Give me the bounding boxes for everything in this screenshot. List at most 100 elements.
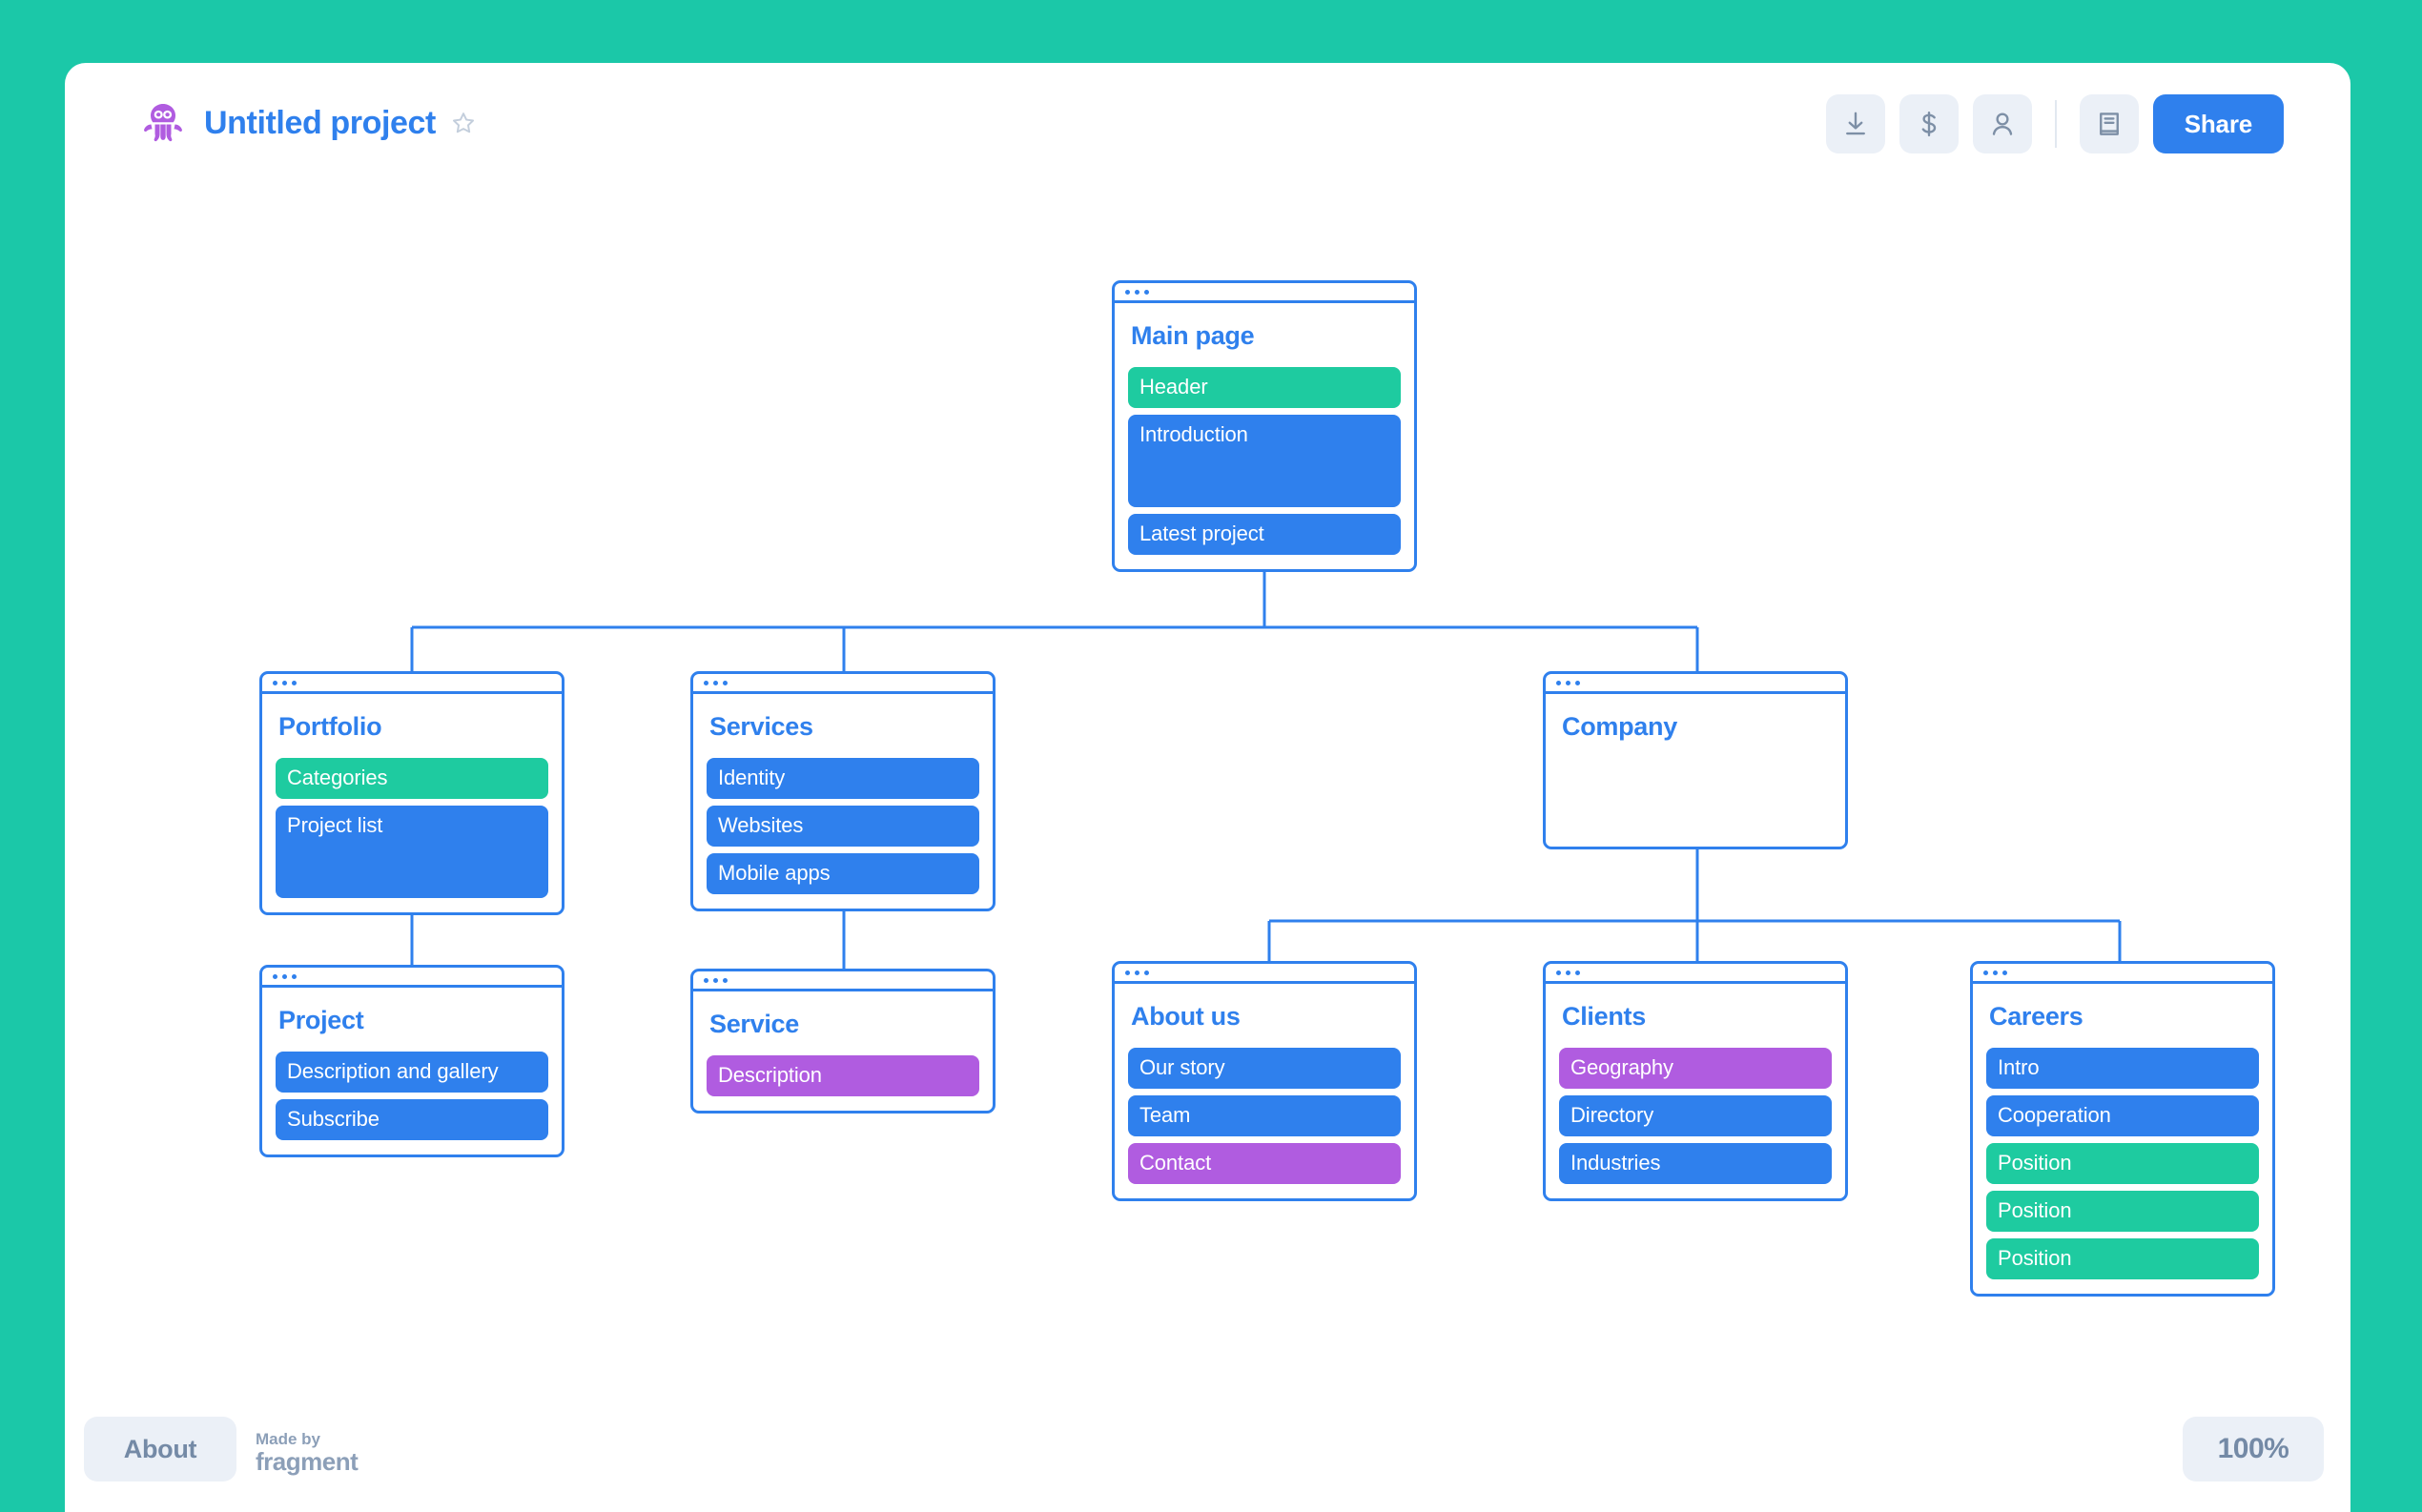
node-block[interactable]: Position	[1986, 1191, 2259, 1232]
node-block[interactable]: Description and gallery	[276, 1052, 548, 1093]
window-dot-icon	[723, 680, 728, 685]
node-block[interactable]: Introduction	[1128, 415, 1401, 507]
node-block[interactable]: Directory	[1559, 1095, 1832, 1136]
node-block[interactable]: Position	[1986, 1238, 2259, 1279]
window-dot-icon	[1144, 970, 1149, 975]
node-empty-area	[1559, 758, 1832, 832]
app-header: Untitled project	[65, 63, 2350, 187]
node-block[interactable]: Geography	[1559, 1048, 1832, 1089]
window-dot-icon	[1556, 970, 1561, 975]
node-titlebar[interactable]	[262, 968, 562, 988]
node-body: Company	[1546, 694, 1845, 847]
node-titlebar[interactable]	[262, 674, 562, 694]
node-company[interactable]: Company	[1543, 671, 1848, 849]
window-dot-icon	[704, 977, 708, 983]
window-dot-icon	[1556, 680, 1561, 685]
window-dot-icon	[1575, 970, 1580, 975]
window-dot-icon	[1575, 680, 1580, 685]
node-block[interactable]: Industries	[1559, 1143, 1832, 1184]
node-title: Project	[278, 1006, 364, 1034]
node-block[interactable]: Mobile apps	[707, 853, 979, 894]
node-titlebar[interactable]	[1115, 964, 1414, 984]
node-block[interactable]: Team	[1128, 1095, 1401, 1136]
node-block[interactable]: Latest project	[1128, 514, 1401, 555]
made-by-line1: Made by	[256, 1429, 321, 1448]
account-button[interactable]	[1972, 94, 2032, 153]
node-title: Main page	[1131, 321, 1255, 350]
window-dot-icon	[1144, 289, 1149, 295]
window-dot-icon	[1125, 289, 1130, 295]
node-title: Service	[709, 1010, 799, 1038]
node-block[interactable]: Contact	[1128, 1143, 1401, 1184]
window-dot-icon	[713, 680, 718, 685]
window-dot-icon	[282, 973, 287, 979]
node-block[interactable]: Cooperation	[1986, 1095, 2259, 1136]
pricing-button[interactable]	[1899, 94, 1959, 153]
book-icon	[2099, 112, 2119, 135]
node-title: Portfolio	[278, 712, 382, 741]
window-dot-icon	[1566, 970, 1570, 975]
node-block[interactable]: Intro	[1986, 1048, 2259, 1089]
octopus-logo	[144, 104, 182, 142]
download-button[interactable]	[1825, 94, 1885, 153]
header-divider	[2054, 100, 2057, 148]
node-titlebar[interactable]	[1115, 283, 1414, 303]
node-title: Services	[709, 712, 813, 741]
node-block[interactable]: Position	[1986, 1143, 2259, 1184]
node-titlebar[interactable]	[693, 971, 993, 991]
node-titlebar[interactable]	[1546, 674, 1845, 694]
docs-button[interactable]	[2079, 94, 2139, 153]
node-block[interactable]: Description	[707, 1055, 979, 1096]
node-title: About us	[1131, 1002, 1241, 1031]
window-dot-icon	[704, 680, 708, 685]
app-canvas: Untitled project	[65, 63, 2350, 1512]
node-title: Company	[1562, 712, 1677, 741]
app-footer: About Made by fragment 100%	[65, 1388, 2350, 1512]
node-titlebar[interactable]	[1546, 964, 1845, 984]
window-dot-icon	[1135, 289, 1139, 295]
page-title: Untitled project	[204, 104, 436, 141]
made-by-credit: Made by fragment	[256, 1429, 359, 1476]
zoom-level-button[interactable]: 100%	[2183, 1417, 2324, 1481]
node-titlebar[interactable]	[1973, 964, 2272, 984]
dollar-icon	[1921, 111, 1936, 137]
node-block[interactable]: Identity	[707, 758, 979, 799]
node-titlebar[interactable]	[693, 674, 993, 694]
user-icon	[1992, 112, 2012, 135]
download-icon	[1845, 112, 1865, 135]
window-dot-icon	[723, 977, 728, 983]
about-button[interactable]: About	[84, 1417, 236, 1481]
node-block[interactable]: Websites	[707, 806, 979, 847]
node-block[interactable]: Subscribe	[276, 1099, 548, 1140]
node-block[interactable]: Header	[1128, 367, 1401, 408]
share-button[interactable]: Share	[2152, 94, 2284, 153]
node-block[interactable]: Categories	[276, 758, 548, 799]
window-dot-icon	[273, 680, 277, 685]
node-block[interactable]: Project list	[276, 806, 548, 898]
window-dot-icon	[1983, 970, 1988, 975]
window-dot-icon	[2002, 970, 2007, 975]
made-by-line2: fragment	[256, 1446, 359, 1476]
window-dot-icon	[713, 977, 718, 983]
connector-lines	[410, 551, 2122, 969]
node-title: Careers	[1989, 1002, 2083, 1031]
header-actions: Share	[1825, 94, 2284, 153]
star-icon[interactable]	[451, 111, 476, 135]
window-dot-icon	[1566, 680, 1570, 685]
window-dot-icon	[1135, 970, 1139, 975]
brand-area: Untitled project	[141, 101, 476, 145]
node-block[interactable]: Our story	[1128, 1048, 1401, 1089]
